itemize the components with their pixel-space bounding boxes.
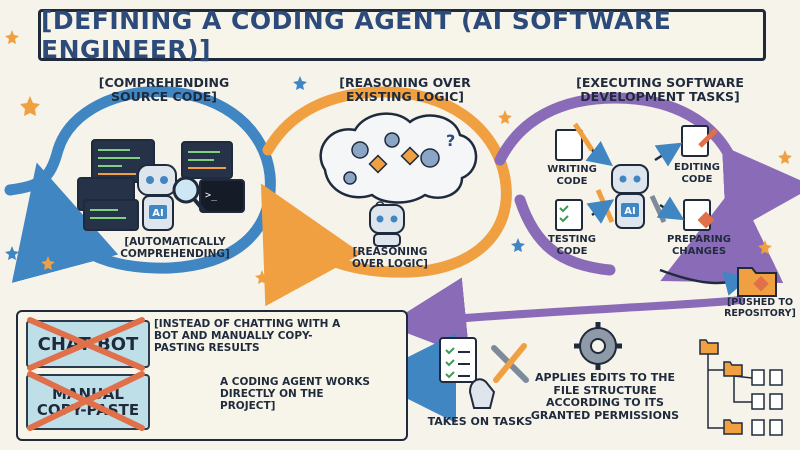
robot-head [611, 164, 649, 194]
testing-checklist-icon [555, 199, 583, 231]
flow-arrows [4, 86, 800, 423]
robot-head [369, 204, 405, 234]
star-icon [20, 96, 40, 116]
pushed-arrow [659, 268, 750, 296]
agent-text: A CODING AGENT WORKS DIRECTLY ON THE PRO… [220, 376, 370, 413]
applies-edits: APPLIES EDITS TO THE FILE STRUCTURE ACCO… [530, 371, 680, 422]
orange-loop-arrow [260, 86, 512, 307]
star-icon [498, 110, 512, 124]
robot-badge-1: AI [152, 208, 163, 219]
instead-text: [INSTEAD OF CHATTING WITH A BOT AND MANU… [154, 318, 341, 355]
page-title: [DEFINING A CODING AGENT (AI SOFTWARE EN… [41, 6, 672, 64]
thought-cloud [319, 112, 478, 204]
decorative-stars [5, 30, 792, 284]
file-icon [769, 369, 783, 386]
robot-head [137, 164, 177, 196]
star-icon [511, 238, 525, 252]
stage1-illustration: >_ [77, 139, 245, 231]
stage2-caption: [REASONING OVER LOGIC] [352, 246, 428, 271]
gear-icon [343, 171, 357, 185]
clipboard-icon [439, 337, 477, 383]
cross-icon [27, 371, 145, 431]
purple-return-arrow [514, 194, 616, 276]
star-icon [41, 256, 55, 270]
robot-body [373, 233, 401, 247]
star-icon [5, 246, 19, 260]
cross-icon [27, 317, 145, 371]
magnifier-icon [172, 176, 200, 204]
stage1-caption: [AUTOMATICALLY COMPREHENDING] [120, 236, 230, 261]
file-icon [751, 369, 765, 386]
task-testing-code: TESTING CODE [548, 234, 596, 257]
hand-icon [468, 378, 496, 409]
task-editing-code: EDITING CODE [674, 162, 720, 185]
star-icon [778, 150, 792, 164]
star-icon [255, 270, 269, 284]
repository-folder-icon [737, 267, 777, 297]
file-icon [751, 419, 765, 436]
star-icon [5, 30, 19, 44]
writing-doc-icon [555, 129, 583, 161]
page-title-box: [DEFINING A CODING AGENT (AI SOFTWARE EN… [38, 6, 766, 64]
takes-on-tasks: TAKES ON TASKS [427, 415, 533, 428]
tasks-illustration [439, 337, 529, 409]
gear-icon [420, 148, 440, 168]
task-preparing-changes: PREPARING CHANGES [666, 234, 731, 257]
task-writing-code: WRITING CODE [547, 164, 597, 187]
stage2-illustration: ? [319, 112, 478, 247]
stage2-heading: [REASONING OVER EXISTING LOGIC] [339, 75, 471, 105]
blue-loop-arrow [4, 86, 276, 283]
gear-icon [384, 132, 400, 148]
screwdriver-icon [493, 343, 527, 383]
pushed-to-repository: [PUSHED TO REPOSITORY] [724, 297, 796, 319]
gear-icon [351, 141, 369, 159]
gear-illustration [574, 322, 622, 370]
stage3-heading: [EXECUTING SOFTWARE DEVELOPMENT TASKS] [576, 75, 744, 105]
decorative-stars-blue [5, 76, 525, 260]
robot-badge-3: AI [624, 206, 635, 217]
code-window [83, 199, 139, 231]
terminal-window [199, 179, 245, 213]
purple-right-arrow [721, 145, 800, 236]
stage1-heading: [COMPREHENDING SOURCE CODE] [98, 75, 230, 105]
file-icon [751, 393, 765, 410]
file-icon [769, 419, 783, 436]
cross-out-marks [27, 317, 145, 431]
star-icon [293, 76, 307, 90]
svg-text:?: ? [446, 131, 455, 150]
stage3-illustration [555, 122, 718, 231]
svg-text:>_: >_ [205, 190, 218, 201]
purple-back-arrow [386, 277, 744, 358]
file-icon [769, 393, 783, 410]
wrench-icon [649, 194, 667, 224]
star-icon [758, 240, 772, 254]
file-tree-illustration [699, 339, 783, 436]
